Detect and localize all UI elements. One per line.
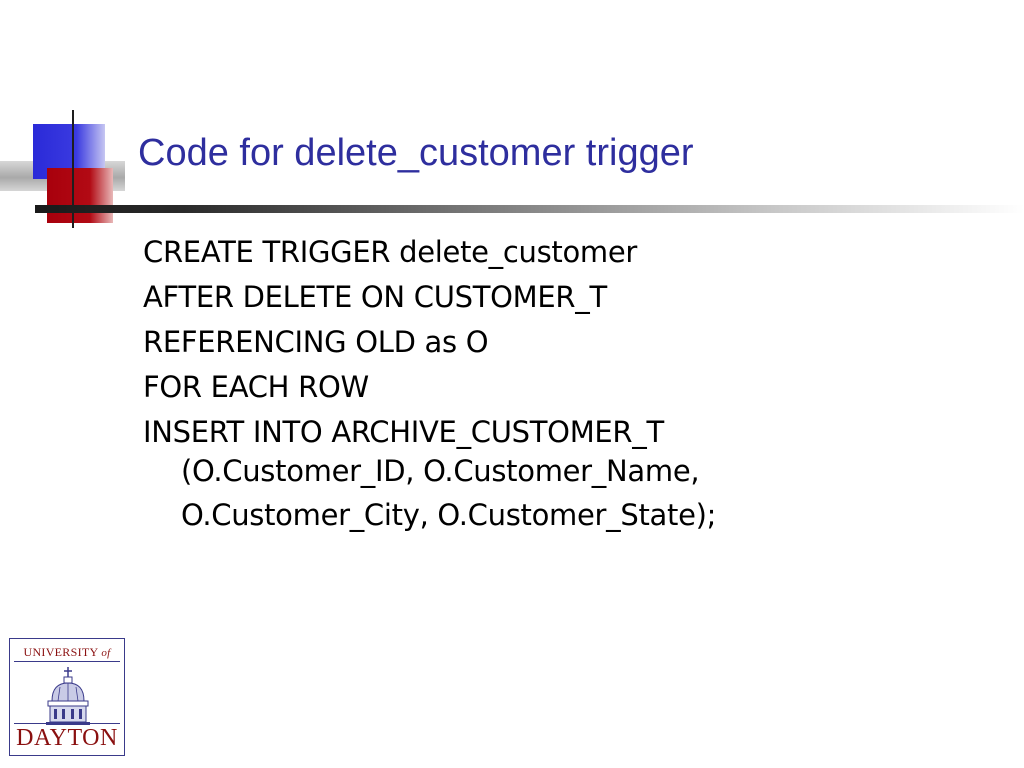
code-line-continuation: O.Customer_City, O.Customer_State); [181, 498, 717, 532]
slide-title: Code for delete_customer trigger [138, 132, 694, 174]
university-logo: UNIVERSITY of DAYTON [9, 638, 125, 756]
chapel-dome-icon [46, 667, 90, 725]
code-line: FOR EACH ROW [143, 370, 369, 404]
logo-rule [14, 661, 120, 662]
decorative-vertical-line [72, 110, 74, 228]
logo-bottom-text: DAYTON [16, 725, 118, 751]
title-underline [35, 205, 1024, 213]
logo-rule [14, 723, 120, 724]
code-line: CREATE TRIGGER delete_customer [143, 235, 638, 269]
decorative-red-square [47, 168, 113, 223]
code-line-continuation: (O.Customer_ID, O.Customer_Name, [181, 454, 700, 488]
code-line: REFERENCING OLD as O [143, 325, 489, 359]
code-line: INSERT INTO ARCHIVE_CUSTOMER_T [143, 415, 664, 449]
code-line: AFTER DELETE ON CUSTOMER_T [143, 280, 607, 314]
code-block: CREATE TRIGGER delete_customer AFTER DEL… [143, 230, 1003, 537]
logo-top-text: UNIVERSITY of [23, 645, 111, 659]
